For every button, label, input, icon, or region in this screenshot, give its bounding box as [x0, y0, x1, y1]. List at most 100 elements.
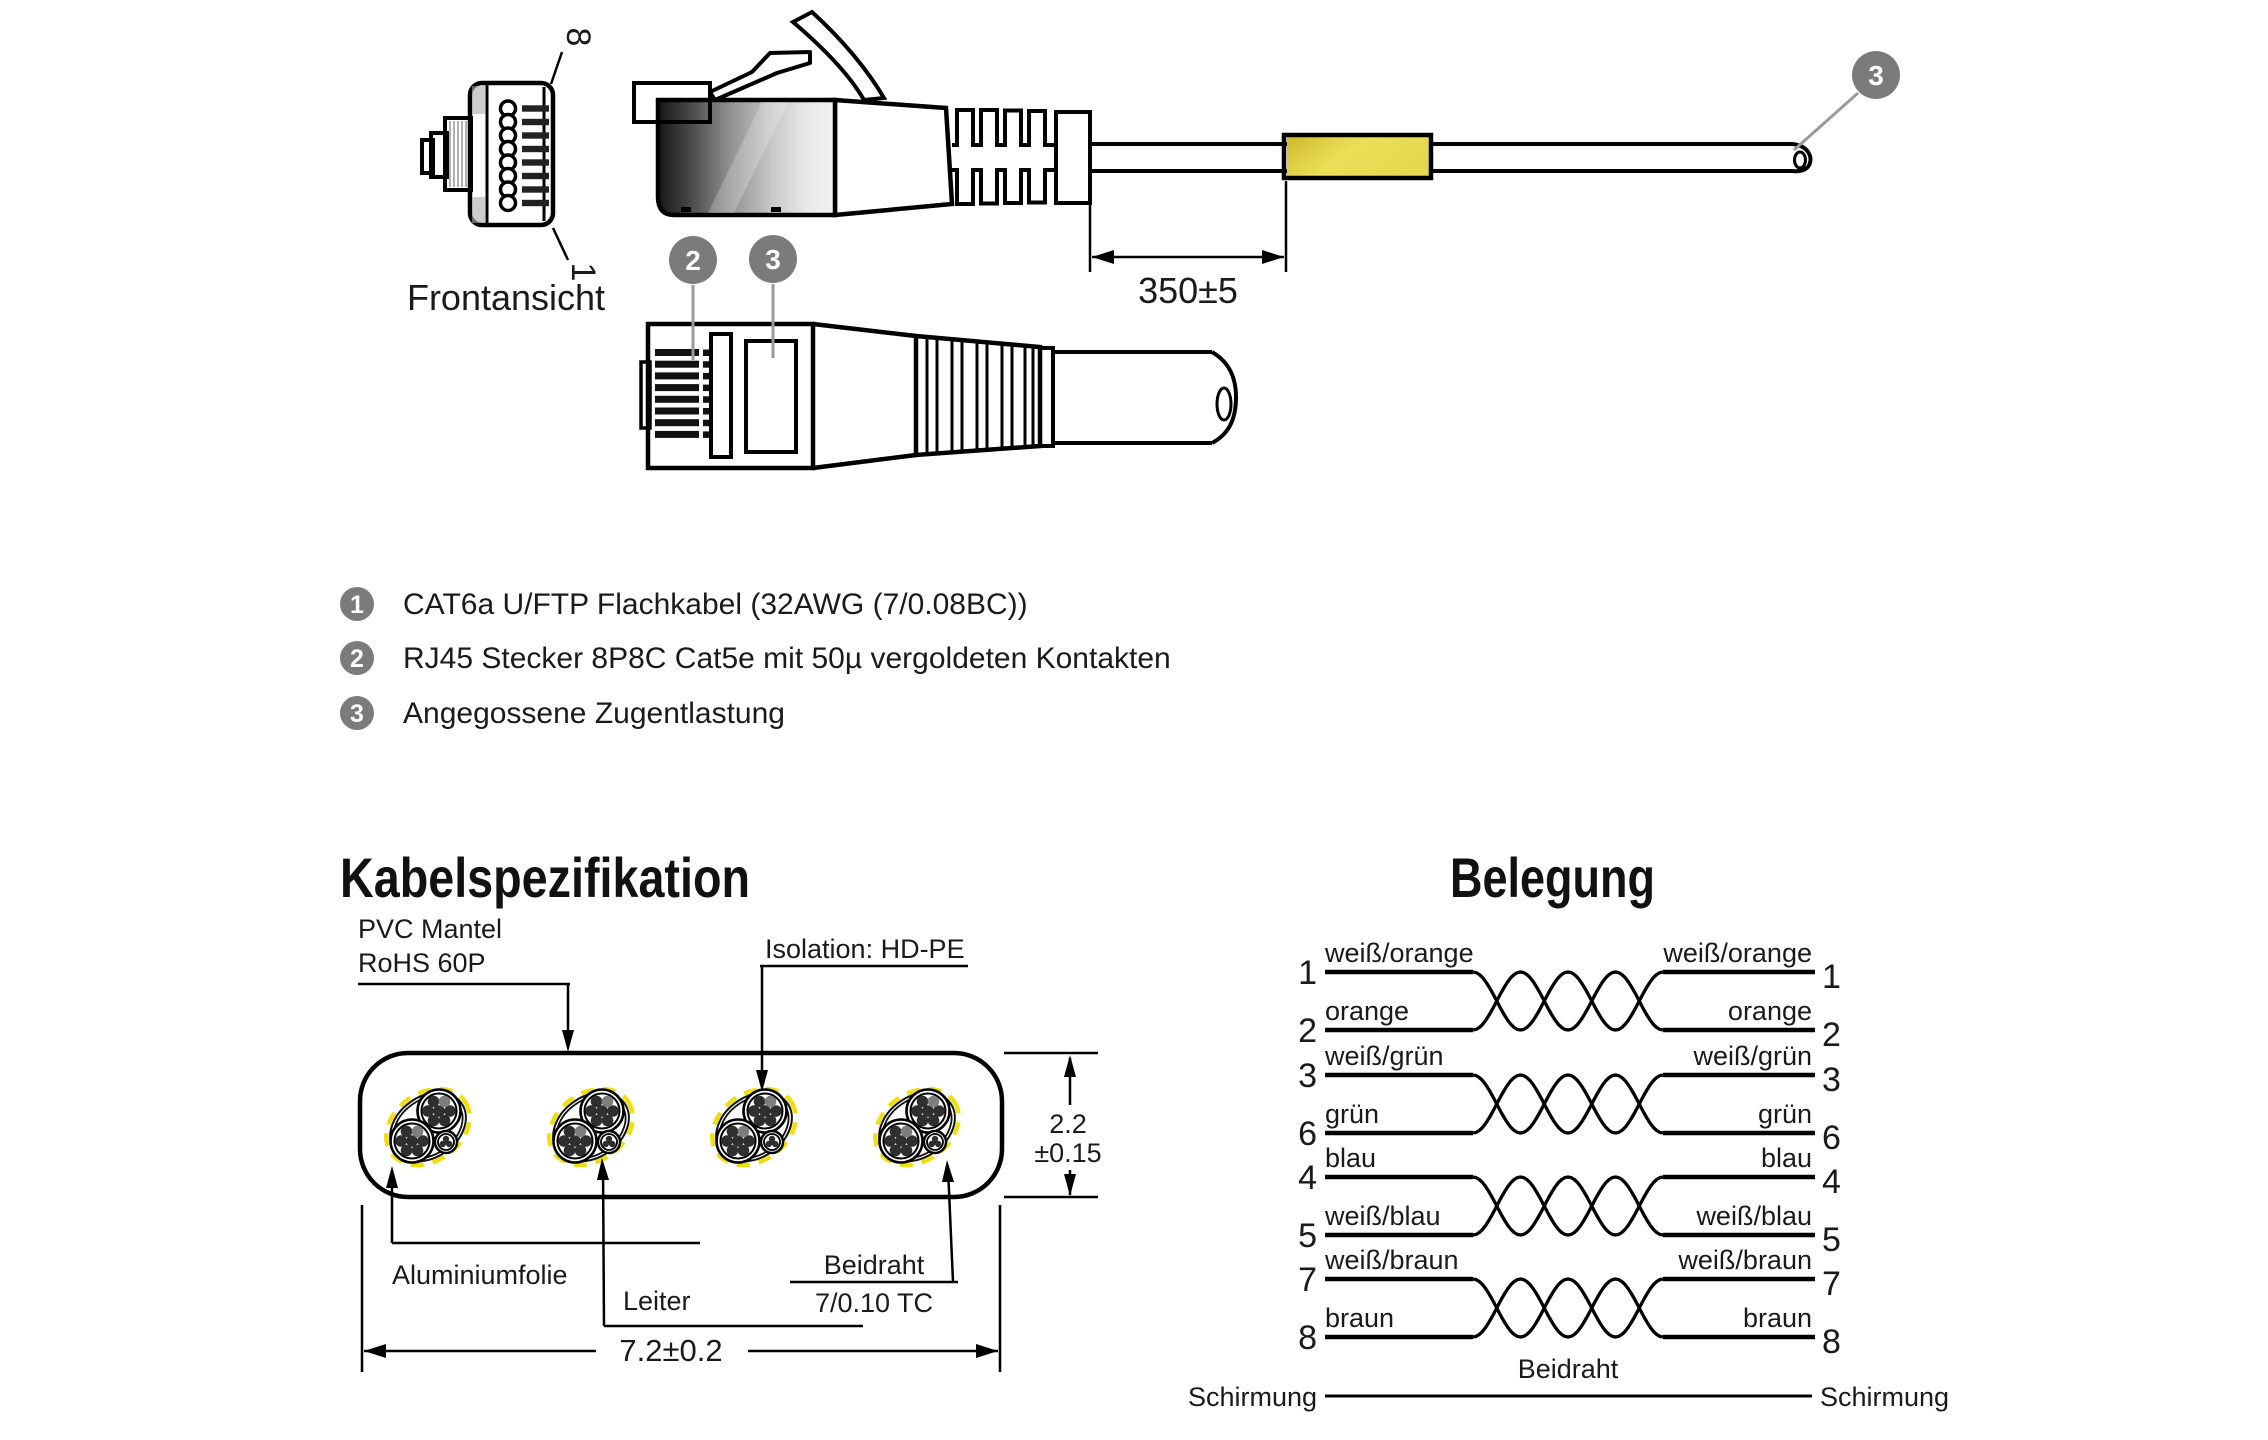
jacket-label-line2: RoHS 60P	[358, 948, 486, 978]
pin8-leader-line	[549, 51, 564, 85]
bottom-view-slider	[709, 332, 733, 459]
rj45-bottom-view: 2 3	[639, 235, 1239, 471]
pair45-right-top-label: blau	[1761, 1143, 1812, 1173]
bottom-view-contacts	[655, 349, 711, 438]
front-view-caption: Frontansicht	[407, 277, 605, 318]
belegung-pair-78: weiß/braun weiß/braun 7 7 braun braun 8 …	[1298, 1245, 1841, 1361]
rj45-side-view: 350±5 3	[632, 9, 1900, 311]
callout-circle-strain-relief	[749, 235, 797, 283]
cable-end	[1792, 142, 1813, 174]
latch-root	[632, 81, 712, 124]
latch-hatching	[449, 121, 467, 187]
pair78-left-top-label: weiß/braun	[1324, 1245, 1459, 1275]
legend-item-2-text: RJ45 Stecker 8P8C Cat5e mit 50µ vergolde…	[403, 642, 1171, 675]
pair36-left-top-label: weiß/grün	[1324, 1041, 1444, 1071]
twist-wire-path	[1472, 1175, 1664, 1237]
legend-badge-1	[340, 587, 374, 621]
rj45-front-view: 8 1 Frontansicht	[407, 28, 605, 318]
callout-cable-number: 3	[1868, 60, 1884, 91]
legend-item-1-text: CAT6a U/FTP Flachkabel (32AWG (7/0.08BC)…	[403, 588, 1028, 621]
latch-curve	[789, 9, 888, 103]
pair12-left-bottom-pin: 2	[1298, 1012, 1317, 1050]
pair36-left-bottom-label: grün	[1325, 1099, 1379, 1129]
pair78-right-bottom-pin: 8	[1822, 1323, 1841, 1361]
twist-wire-path	[1472, 1277, 1664, 1339]
pair36-left-bottom-pin: 6	[1298, 1115, 1317, 1153]
pair45-left-bottom-label: weiß/blau	[1324, 1201, 1441, 1231]
pair12-right-top-pin: 1	[1822, 958, 1841, 996]
legend-badge-3	[340, 696, 374, 730]
conductor-leader	[601, 1165, 606, 1327]
pair78-left-bottom-pin: 8	[1298, 1319, 1317, 1357]
dimension-350-label: 350±5	[1138, 270, 1238, 311]
belegung-shield-row: Beidraht Schirmung Schirmung	[1188, 1354, 1949, 1412]
pair12-left-top-label: weiß/orange	[1324, 938, 1474, 968]
pair78-right-top-pin: 7	[1822, 1265, 1841, 1303]
pair36-right-top-pin: 3	[1822, 1061, 1841, 1099]
pair45-left-top-pin: 4	[1298, 1159, 1317, 1197]
front-wire-holes	[498, 99, 518, 213]
legend: 1 CAT6a U/FTP Flachkabel (32AWG (7/0.08B…	[340, 587, 1171, 730]
pair12-right-bottom-label: orange	[1728, 996, 1812, 1026]
pair45-left-bottom-pin: 5	[1298, 1217, 1317, 1255]
pair78-left-bottom-label: braun	[1325, 1303, 1394, 1333]
jacket-label-line1: PVC Mantel	[358, 914, 502, 944]
front-contacts	[522, 105, 549, 207]
twist-wire-path	[1472, 1277, 1664, 1339]
bottom-boot-ribs	[925, 337, 1035, 455]
belegung-pair-12: weiß/orange weiß/orange 1 1 orange orang…	[1298, 938, 1841, 1054]
kabelspezifikation-section: Kabelspezifikation PVC Mantel RoHS 60P I…	[340, 846, 1102, 1372]
legend-item-3-text: Angegossene Zugentlastung	[403, 697, 785, 730]
twisted-pair-graphic	[1472, 1175, 1664, 1237]
callout-strain-relief-number: 3	[765, 244, 781, 275]
legend-badge-2-number: 2	[350, 645, 364, 673]
height-dim-line2: ±0.15	[1034, 1138, 1101, 1168]
pin1-leader-line	[551, 227, 570, 261]
twisted-pair-graphic	[1472, 970, 1664, 1032]
shield-label-right: Schirmung	[1820, 1382, 1949, 1412]
pin8-label: 8	[559, 28, 597, 47]
belegung-section: Belegung weiß/orange weiß/orange 1 1 ora…	[1188, 846, 1949, 1412]
callout-connector-number: 2	[685, 245, 701, 276]
pair12-left-top-pin: 1	[1298, 954, 1317, 992]
twist-wire-path	[1472, 1073, 1664, 1135]
pair12-right-top-label: weiß/orange	[1662, 938, 1812, 968]
twist-wire-path	[1472, 1175, 1664, 1237]
callout-circle-cable	[1852, 51, 1900, 99]
callout-circle-connector	[669, 236, 717, 284]
legend-badge-2	[340, 641, 374, 675]
pair36-right-top-label: weiß/grün	[1692, 1041, 1812, 1071]
yellow-band-outline	[1281, 132, 1434, 181]
front-body	[467, 80, 556, 228]
twist-wire-path	[1472, 1073, 1664, 1135]
pair78-right-top-label: weiß/braun	[1677, 1245, 1812, 1275]
bottom-view-body	[645, 321, 816, 471]
conductor-label: Leiter	[623, 1286, 691, 1316]
strain-relief-bottom	[952, 168, 1056, 206]
round-cable-end	[1210, 350, 1239, 445]
pin1-label: 1	[564, 263, 602, 282]
belegung-title: Belegung	[1450, 846, 1655, 909]
drain-leader	[946, 1167, 955, 1283]
kabelspezifikation-title: Kabelspezifikation	[340, 846, 750, 909]
belegung-pair-45: blau blau 4 4 weiß/blau weiß/blau 5 5	[1298, 1143, 1841, 1259]
width-dim-label: 7.2±0.2	[619, 1333, 722, 1368]
latch-arm	[708, 50, 812, 102]
strain-relief-top	[952, 108, 1056, 147]
bottom-view-window	[744, 339, 798, 454]
twist-wire-path	[1472, 970, 1664, 1032]
pair78-left-top-pin: 7	[1298, 1261, 1317, 1299]
legend-badge-3-number: 3	[350, 700, 364, 728]
pair36-right-bottom-label: grün	[1758, 1099, 1812, 1129]
drain-label-line1: Beidraht	[824, 1250, 925, 1280]
legend-badge-1-number: 1	[350, 591, 364, 619]
foil-label: Aluminiumfolie	[392, 1260, 568, 1290]
pair78-right-bottom-label: braun	[1743, 1303, 1812, 1333]
drain-label-line2: 7/0.10 TC	[815, 1288, 933, 1318]
pair45-left-top-label: blau	[1325, 1143, 1376, 1173]
twist-wire-path	[1472, 970, 1664, 1032]
twisted-pair-graphic	[1472, 1277, 1664, 1339]
shield-label-left: Schirmung	[1188, 1382, 1317, 1412]
